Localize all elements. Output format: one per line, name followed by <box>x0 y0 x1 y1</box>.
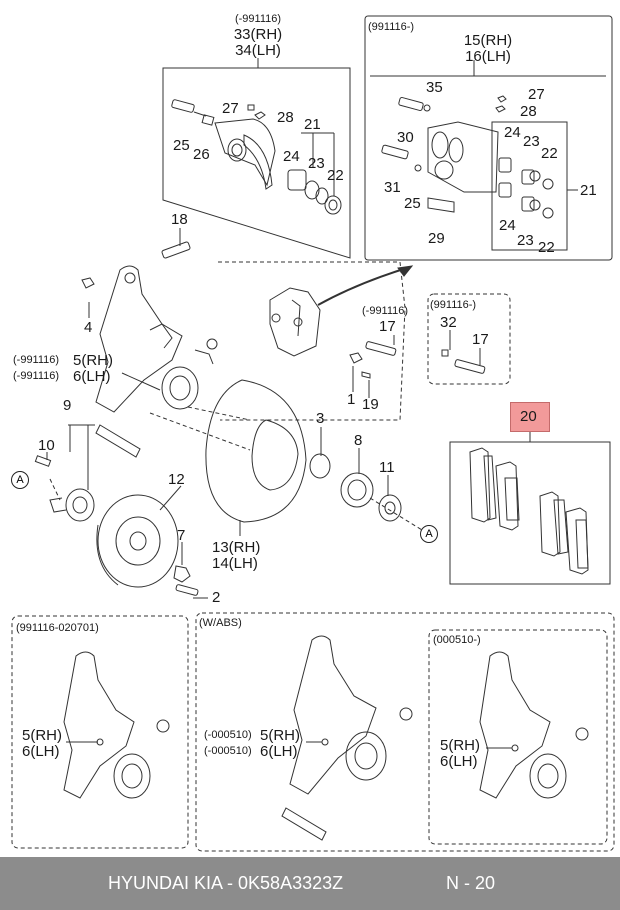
part-17a[interactable]: 17 <box>379 318 396 335</box>
brake-disc <box>96 494 179 588</box>
part-21b[interactable]: 21 <box>580 182 597 199</box>
highlight-part-20 <box>510 402 550 432</box>
front-caliper-lh: 34(LH) <box>235 42 281 59</box>
part-27b[interactable]: 27 <box>528 86 545 103</box>
disc-lh[interactable]: 14(LH) <box>212 555 258 572</box>
part-28b[interactable]: 28 <box>520 103 537 120</box>
carrier2-date: (991116-) <box>430 299 477 311</box>
box3-lh[interactable]: 6(LH) <box>440 753 478 770</box>
part-20[interactable]: 20 <box>520 408 537 425</box>
part-28a[interactable]: 28 <box>277 109 294 126</box>
abs-label: (W/ABS) <box>199 617 242 629</box>
part-23c[interactable]: 23 <box>517 232 534 249</box>
part-11[interactable]: 11 <box>379 459 395 476</box>
ref-a-right: A <box>420 525 438 543</box>
part-21a[interactable]: 21 <box>304 116 321 133</box>
part-24a[interactable]: 24 <box>283 148 300 165</box>
knuckle-main <box>81 241 218 458</box>
part-22c[interactable]: 22 <box>538 239 555 256</box>
box1-rh[interactable]: 5(RH) <box>22 727 62 744</box>
knuckle-bottom-3 <box>479 651 589 799</box>
knuckle-lh[interactable]: 6(LH) <box>73 368 111 385</box>
part-24b[interactable]: 24 <box>504 124 521 141</box>
part-22a[interactable]: 22 <box>327 167 344 184</box>
carrier-date: (-991116) <box>362 305 409 317</box>
part-27a[interactable]: 27 <box>222 100 239 117</box>
carrier-box-2 <box>427 293 511 385</box>
abs-lh[interactable]: 6(LH) <box>260 743 298 760</box>
knuckle-bottom-1 <box>63 651 170 799</box>
bottom-box-3 <box>428 629 608 845</box>
part-25b[interactable]: 25 <box>404 195 421 212</box>
part-23b[interactable]: 23 <box>523 133 540 150</box>
rear-caliper-lh: 16(LH) <box>465 48 511 65</box>
piston-sub-box <box>491 121 568 251</box>
ref-a-left: A <box>11 471 29 489</box>
rear-caliper-rh: 15(RH) <box>463 32 513 49</box>
part-12[interactable]: 12 <box>168 471 185 488</box>
part-7[interactable]: 7 <box>177 527 186 544</box>
knuckle-date-1: (-991116) <box>13 354 60 366</box>
part-19[interactable]: 19 <box>362 396 379 413</box>
part-9[interactable]: 9 <box>63 397 72 414</box>
part-29[interactable]: 29 <box>428 230 445 247</box>
part-30[interactable]: 30 <box>397 129 414 146</box>
rear-caliper-box <box>364 15 613 261</box>
part-2[interactable]: 2 <box>212 589 221 606</box>
bearing-parts <box>173 453 402 596</box>
part-18[interactable]: 18 <box>171 211 188 228</box>
part-35[interactable]: 35 <box>426 79 443 96</box>
part-1[interactable]: 1 <box>347 391 356 408</box>
box3-rh[interactable]: 5(RH) <box>440 737 480 754</box>
front-caliper-parts <box>171 99 342 215</box>
part-24c[interactable]: 24 <box>499 217 516 234</box>
part-17b[interactable]: 17 <box>472 331 489 348</box>
knuckle-date-2: (-991116) <box>13 370 60 382</box>
abs-rh[interactable]: 5(RH) <box>260 727 300 744</box>
knuckle-rh[interactable]: 5(RH) <box>73 352 113 369</box>
box1-lh[interactable]: 6(LH) <box>22 743 60 760</box>
hub <box>34 455 95 522</box>
part-25a[interactable]: 25 <box>173 137 190 154</box>
front-caliper-date: (-991116) <box>234 13 282 25</box>
abs-date-2: (-000510) <box>204 745 252 757</box>
abs-date-1: (-000510) <box>204 729 252 741</box>
footer-page-code: N - 20 <box>446 873 496 893</box>
knuckle-bottom-abs <box>281 635 413 841</box>
box3-date: (000510-) <box>433 634 481 646</box>
box1-date: (991116-020701) <box>16 622 99 634</box>
front-caliper-box <box>162 67 351 259</box>
front-caliper-rh: 33(RH) <box>233 26 283 43</box>
splash-shield <box>205 379 307 523</box>
part-10[interactable]: 10 <box>38 437 55 454</box>
part-4[interactable]: 4 <box>84 319 93 336</box>
part-23a[interactable]: 23 <box>308 155 325 172</box>
rear-caliper-date: (991116-) <box>368 21 415 33</box>
part-26[interactable]: 26 <box>193 146 210 163</box>
footer-bar <box>0 857 620 910</box>
part-8[interactable]: 8 <box>354 432 363 449</box>
part-32[interactable]: 32 <box>440 314 457 331</box>
bottom-box-1 <box>11 615 189 849</box>
part-3[interactable]: 3 <box>316 410 325 427</box>
bottom-box-abs <box>195 612 615 852</box>
brake-pads <box>469 447 589 575</box>
footer-part-number: HYUNDAI KIA - 0K58A3323Z <box>108 873 344 893</box>
disc-rh[interactable]: 13(RH) <box>212 539 261 556</box>
carrier-dashed-box <box>218 261 406 421</box>
part-31[interactable]: 31 <box>384 179 401 196</box>
part-22b[interactable]: 22 <box>541 145 558 162</box>
rear-caliper-parts <box>381 95 554 219</box>
pointer-arrow <box>317 266 411 306</box>
carrier-bracket <box>269 287 486 379</box>
